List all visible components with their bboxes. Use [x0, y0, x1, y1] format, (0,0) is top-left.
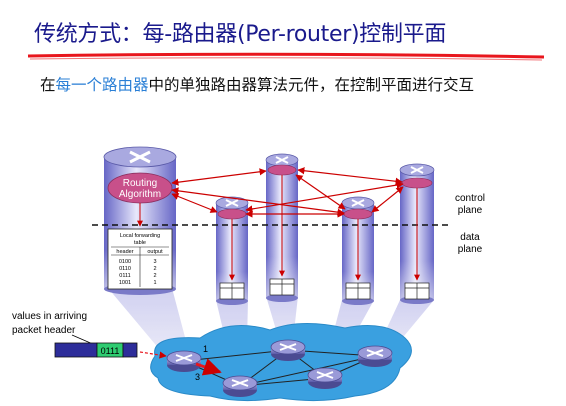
network-router: [307, 367, 343, 389]
forwarding-table-header: header: [116, 249, 133, 255]
algorithm-ellipse-5: [401, 177, 433, 189]
subtitle-prefix: 在: [40, 76, 56, 94]
title-underline: [27, 52, 545, 61]
data-plane-label-1: data: [460, 232, 480, 243]
packet-to-router-arrow: [139, 351, 167, 359]
network-router: [357, 345, 393, 367]
forwarding-table-title-2: table: [134, 240, 146, 246]
forwarding-table-cell: 0110: [119, 266, 131, 272]
forwarding-table-cell: 3: [153, 259, 156, 265]
local-forwarding-table: Local forwarding table header output 010…: [107, 228, 173, 290]
network-router: [270, 339, 306, 361]
port-label-3: 3: [195, 372, 200, 382]
slide-subtitle: 在每一个路由器中的单独路由器算法元件，在控制平面进行交互: [40, 74, 545, 96]
subtitle-highlight: 每一个路由器: [55, 76, 149, 94]
control-plane-arrows: [171, 167, 404, 218]
subtitle-suffix: 中的单独路由器算法元件，在控制平面进行交互: [148, 76, 475, 94]
port-label-1: 1: [203, 344, 208, 354]
control-plane-label-2: plane: [458, 205, 483, 216]
forwarding-table-cell: 2: [153, 266, 156, 272]
forwarding-table-title-1: Local forwarding: [120, 233, 160, 239]
mini-table: [269, 278, 295, 296]
arriving-label-1: values in arriving: [12, 311, 87, 322]
mini-table: [404, 282, 430, 300]
mini-table: [219, 282, 245, 300]
algorithm-ellipse-4: [343, 208, 373, 220]
control-plane-label-1: control: [455, 193, 485, 204]
packet-header-value: 0111: [101, 346, 120, 356]
forwarding-output-arrow: [195, 358, 222, 376]
network-router: [166, 350, 202, 372]
forwarding-table-header: output: [147, 249, 163, 255]
forwarding-table-cell: 1001: [119, 280, 131, 286]
algorithm-to-table-arrows: [137, 175, 420, 281]
slide-title: 传统方式：每-路由器(Per-router)控制平面: [34, 22, 447, 47]
network-router: [222, 375, 258, 397]
routing-algorithm-label-2: Algorithm: [119, 189, 161, 200]
arriving-packet: 0111: [54, 342, 138, 358]
mini-table: [345, 282, 371, 300]
algorithm-ellipse-3: [267, 164, 297, 176]
arriving-label-2: packet header: [12, 325, 76, 336]
data-plane-label-2: plane: [458, 244, 483, 255]
forwarding-table-cell: 0100: [119, 259, 131, 265]
forwarding-table-cell: 1: [153, 280, 156, 286]
forwarding-table-cell: 2: [153, 273, 156, 279]
routing-algorithm-label-1: Routing: [123, 178, 157, 189]
forwarding-table-cell: 0111: [119, 273, 130, 279]
algorithm-ellipse-2: [217, 208, 247, 220]
